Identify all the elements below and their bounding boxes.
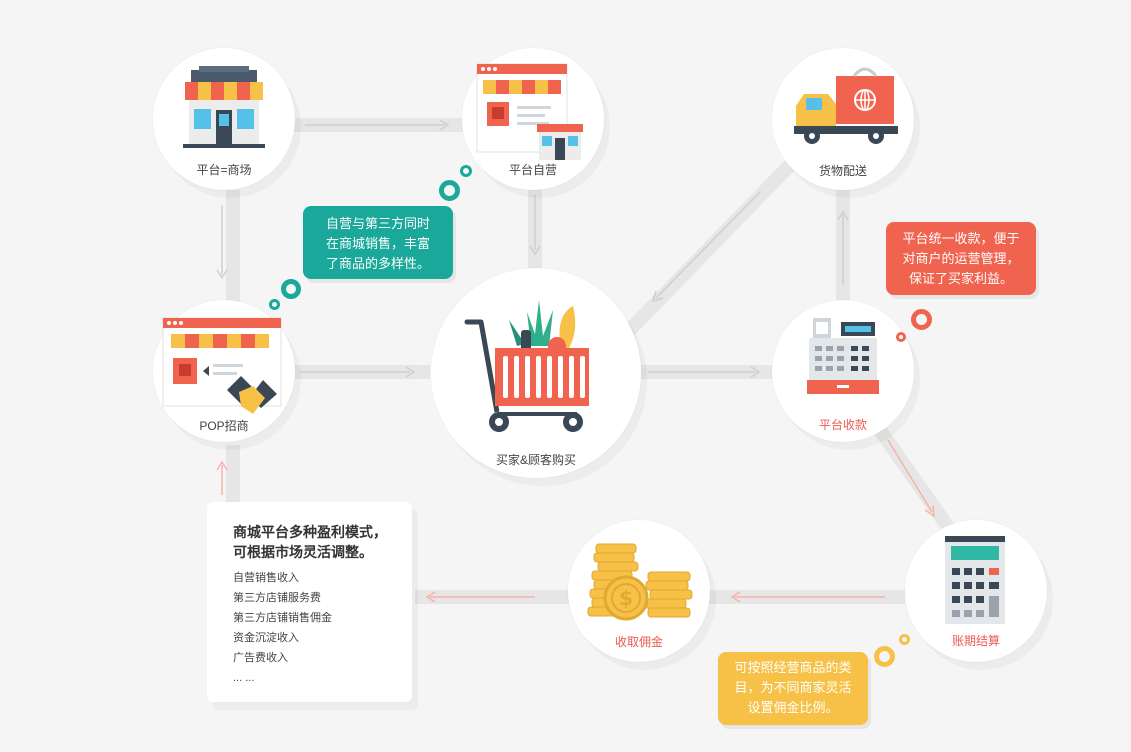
ring-decoration: [281, 279, 301, 299]
list-item: 自营销售收入: [233, 572, 299, 584]
list-item: 资金沉淀收入: [233, 632, 299, 644]
shopping-cart-icon: [464, 300, 589, 432]
node-label-mall: 平台=商场: [196, 163, 252, 177]
list-item: 第三方店铺销售佣金: [233, 612, 332, 624]
bubble-line: 保证了买家利益。: [908, 271, 1013, 286]
storefront-icon: [183, 66, 265, 148]
ring-decoration: [439, 180, 460, 201]
info-bubble-diversity: 自营与第三方同时 在商城销售，丰富 了商品的多样性。: [303, 206, 453, 279]
panel-title-line: 商城平台多种盈利模式，: [233, 524, 387, 540]
list-item: ... ...: [233, 672, 255, 684]
bubble-line: 平台统一收款，便于: [902, 231, 1020, 246]
pop-handshake-icon: [162, 317, 282, 414]
ring-decoration: [460, 165, 472, 177]
node-label-commission: 收取佣金: [614, 635, 663, 649]
bubble-line: 自营与第三方同时: [325, 216, 430, 231]
webshop-icon: [476, 63, 583, 160]
revenue-list: 自营销售收入 第三方店铺服务费 第三方店铺销售佣金 资金沉淀收入 广告费收入 .…: [233, 568, 332, 688]
node-label-self-operated: 平台自营: [508, 163, 557, 177]
ring-decoration: [269, 299, 280, 310]
node-pop: POP招商: [153, 300, 295, 442]
bubble-line: 目，为不同商家灵活: [734, 680, 852, 695]
coins-icon: $: [587, 543, 693, 621]
bubble-line: 对商户的运营管理，: [902, 251, 1020, 266]
info-bubble-commission: 可按照经营商品的类 目，为不同商家灵活 设置佣金比例。: [718, 652, 868, 725]
cash-register-icon: [807, 318, 879, 394]
node-payment: 平台收款: [772, 300, 914, 442]
bubble-line: 可按照经营商品的类: [734, 660, 852, 675]
panel-title-line: 可根据市场灵活调整。: [233, 544, 373, 560]
calculator-icon: [945, 536, 1005, 624]
ring-decoration: [874, 646, 895, 667]
svg-text:$: $: [619, 586, 633, 610]
revenue-model-panel: 商城平台多种盈利模式， 可根据市场灵活调整。 自营销售收入 第三方店铺服务费 第…: [207, 502, 412, 702]
node-label-settlement: 账期结算: [951, 634, 1000, 648]
list-item: 第三方店铺服务费: [233, 592, 321, 604]
ring-decoration: [911, 309, 932, 330]
bubble-line: 设置佣金比例。: [747, 700, 839, 715]
bubble-line: 了商品的多样性。: [325, 256, 430, 271]
node-settlement: 账期结算: [905, 520, 1047, 662]
ring-decoration: [896, 332, 906, 342]
node-label-payment: 平台收款: [818, 418, 867, 432]
list-item: 广告费收入: [233, 652, 288, 664]
node-label-delivery: 货物配送: [818, 164, 867, 178]
node-label-buyers: 买家&顾客购买: [495, 453, 576, 467]
node-buyers: 买家&顾客购买: [431, 268, 641, 478]
info-bubble-payment: 平台统一收款，便于 对商户的运营管理， 保证了买家利益。: [886, 222, 1036, 295]
node-label-pop: POP招商: [199, 419, 249, 433]
node-delivery: 货物配送: [772, 48, 914, 190]
bubble-line: 在商城销售，丰富: [325, 236, 430, 251]
panel-title: 商城平台多种盈利模式， 可根据市场灵活调整。: [233, 522, 387, 562]
node-mall: 平台=商场: [153, 48, 295, 190]
delivery-truck-icon: [794, 67, 898, 144]
node-self-operated: 平台自营: [462, 48, 604, 190]
ring-decoration: [899, 634, 910, 645]
node-commission: $ 收取佣金: [568, 520, 710, 662]
